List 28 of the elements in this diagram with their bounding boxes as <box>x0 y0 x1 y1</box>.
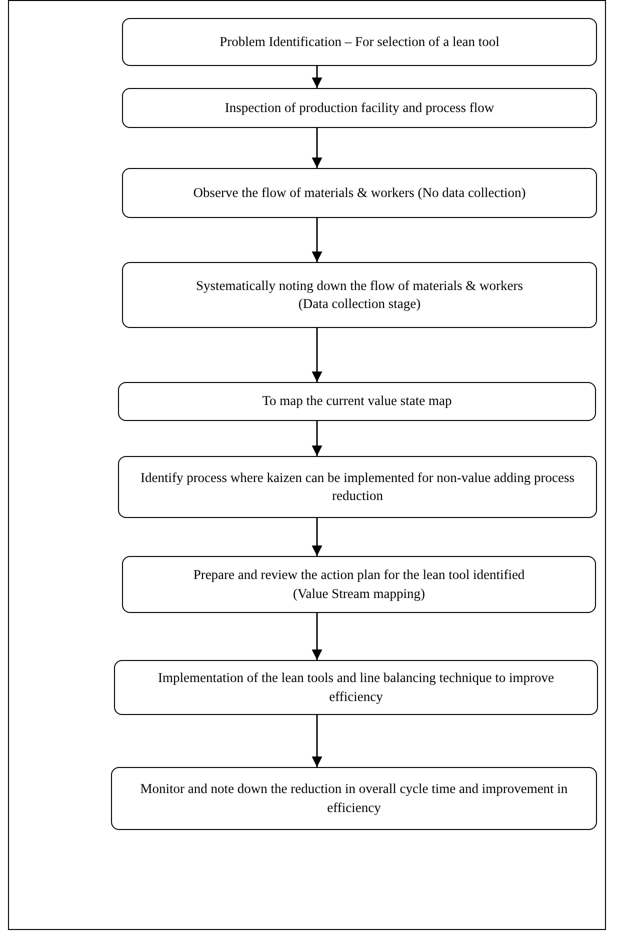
arrow <box>312 421 322 456</box>
step-text: (Data collection stage) <box>298 295 421 313</box>
process-box <box>118 456 597 518</box>
step-text: To map the current value state map <box>262 392 452 410</box>
arrow <box>312 66 322 88</box>
process-box <box>122 88 597 128</box>
process-box <box>118 382 596 421</box>
arrow <box>312 328 322 382</box>
process-box <box>122 556 596 613</box>
arrow <box>312 128 322 168</box>
arrow <box>312 218 322 262</box>
step-text: Systematically noting down the flow of materials & workers <box>196 276 523 295</box>
step-text: Identify process where kaizen can be implemented for non-value adding process reduction <box>139 468 576 505</box>
step-text: Inspection of production facility and process flow <box>224 98 494 117</box>
arrow <box>312 613 322 660</box>
step-text: Observe the flow of materials & workers (No data collection) <box>193 184 526 202</box>
arrow <box>312 715 322 767</box>
process-box <box>111 767 597 830</box>
process-box <box>114 660 598 715</box>
step-text: Prepare and review the action plan for the lean tool identified <box>193 566 525 584</box>
step-text: Monitor and note down the reduction in overall cycle time and improvement in efficiency <box>139 780 569 817</box>
process-box <box>122 168 597 218</box>
process-box <box>122 262 597 328</box>
step-text: (Value Stream mapping) <box>293 584 425 603</box>
step-text: Implementation of the lean tools and line balancing technique to improve efficiency <box>157 669 555 706</box>
arrow <box>312 518 322 556</box>
step-text: Problem Identification – For selection of a lean tool <box>220 32 500 51</box>
process-box <box>122 18 597 66</box>
